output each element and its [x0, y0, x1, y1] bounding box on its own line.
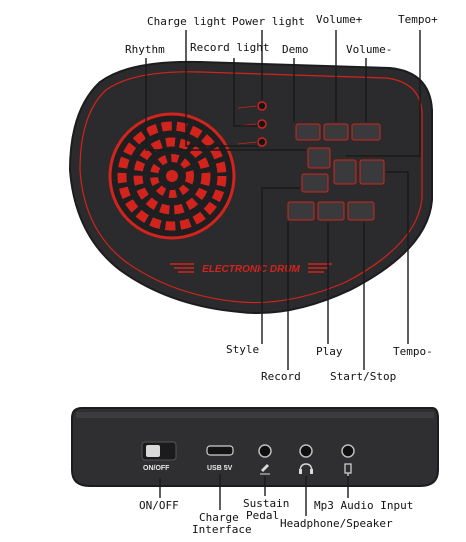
leader-lines-top: [145, 30, 421, 370]
record-button[interactable]: [287, 201, 315, 221]
device-outline-ring: [79, 71, 423, 304]
play-button[interactable]: [317, 201, 345, 221]
label-style: Style: [226, 343, 260, 356]
label-power-light: Power light: [232, 15, 305, 28]
label-demo: Demo: [282, 43, 309, 56]
label-tempo-minus: Tempo-: [393, 345, 433, 358]
volume-minus-button[interactable]: [351, 123, 381, 141]
sustain-jack: [258, 444, 272, 458]
start-stop-button[interactable]: [347, 201, 375, 221]
plug-icon: [344, 463, 352, 476]
demo-button[interactable]: [295, 123, 321, 141]
label-record-light: Record light: [190, 41, 270, 54]
label-headphone-speaker: Headphone/Speaker: [280, 517, 393, 530]
usb-print: USB 5V: [207, 465, 233, 472]
headphone-jack: [299, 444, 313, 458]
headphone-icon: [299, 463, 313, 474]
tempo-minus-button[interactable]: [359, 159, 385, 185]
speaker-grille: [108, 112, 236, 240]
label-charge-light: Charge light: [147, 15, 227, 28]
style-button[interactable]: [301, 173, 329, 193]
control-buttons: [287, 123, 385, 221]
label-record: Record: [261, 370, 301, 383]
tempo-plus-button[interactable]: [333, 159, 357, 185]
label-charge: Charge: [199, 511, 239, 524]
indicator-lights: [237, 101, 267, 147]
front-body: [71, 407, 439, 487]
leader-lines-front: [159, 474, 349, 516]
label-volume-minus: Volume-: [346, 43, 393, 56]
brand-text: ELECTRONIC DRUM: [202, 264, 300, 275]
rhythm-button[interactable]: [307, 147, 331, 169]
device-front-view: [71, 407, 439, 487]
label-start-stop: Start/Stop: [330, 370, 397, 383]
on-off-print: ON/OFF: [143, 465, 170, 472]
device-top-view: ELECTRONIC DRUM: [68, 60, 433, 315]
label-sustain: Sustain: [243, 497, 290, 510]
usb-port: [206, 445, 234, 456]
mp3-jack: [341, 444, 355, 458]
record-light: [257, 119, 267, 129]
label-on-off: ON/OFF: [139, 499, 179, 512]
label-mp3-input: Mp3 Audio Input: [314, 499, 414, 512]
power-switch-knob[interactable]: [146, 445, 160, 457]
label-pedal: Pedal: [246, 509, 280, 522]
volume-plus-button[interactable]: [323, 123, 349, 141]
pedal-icon: [260, 464, 270, 475]
label-play: Play: [316, 345, 343, 358]
power-light: [257, 101, 267, 111]
label-volume-plus: Volume+: [316, 13, 363, 26]
charge-light: [257, 137, 267, 147]
label-interface: Interface: [192, 523, 252, 536]
label-tempo-plus: Tempo+: [398, 13, 438, 26]
label-rhythm: Rhythm: [125, 43, 165, 56]
